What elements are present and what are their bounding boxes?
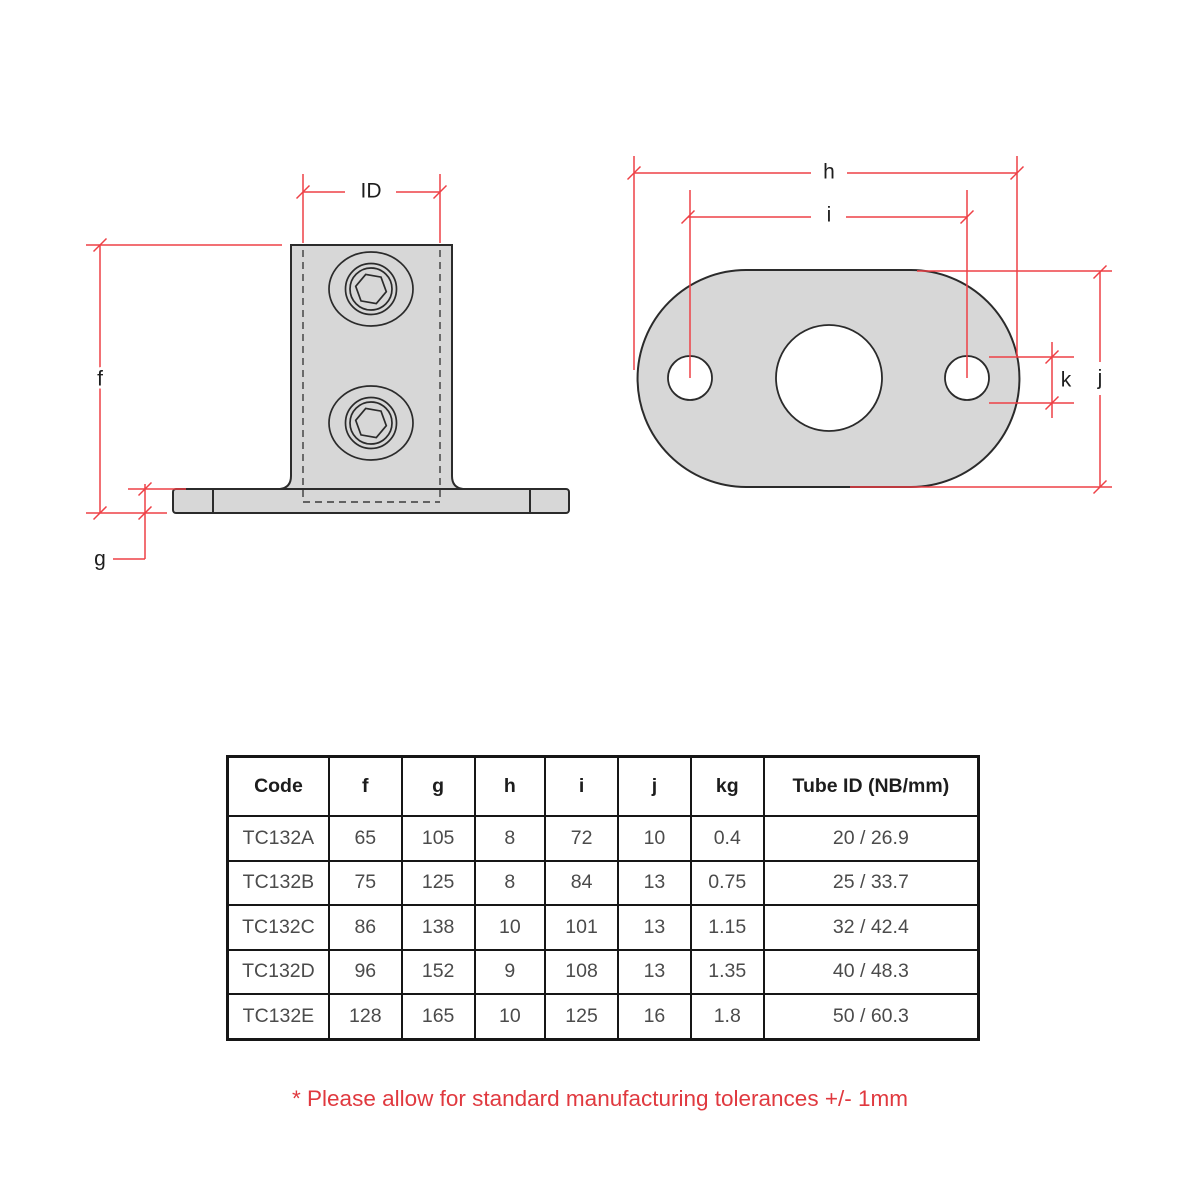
base-plate	[172, 488, 570, 514]
column-header: j	[617, 755, 692, 817]
table-cell: 1.8	[689, 993, 765, 1040]
table-cell: TC132A	[226, 815, 330, 862]
table-cell: 96	[327, 948, 403, 995]
table-cell: 1.15	[689, 904, 765, 951]
table-cell: 65	[327, 815, 403, 862]
table-cell: 50 / 60.3	[762, 993, 980, 1040]
table-cell: 0.75	[689, 859, 765, 906]
column-header: Tube ID (NB/mm)	[762, 755, 980, 817]
top-view: h i j	[626, 156, 1112, 495]
column-header: g	[400, 755, 476, 817]
table-cell: TC132C	[226, 904, 330, 951]
dim-i: i	[680, 190, 975, 378]
tube-socket	[279, 244, 464, 490]
hex-socket-icon	[354, 273, 388, 305]
set-screw-bottom	[328, 385, 414, 461]
table-cell: 13	[617, 948, 692, 995]
table-cell: 13	[617, 859, 692, 906]
table-cell: 10	[617, 815, 692, 862]
dim-label-g: g	[94, 548, 106, 571]
table-cell: TC132B	[226, 859, 330, 906]
table-cell: 86	[327, 904, 403, 951]
dim-j: j	[850, 264, 1112, 495]
table-cell: 108	[544, 948, 619, 995]
column-header: i	[544, 755, 619, 817]
dim-label-j: j	[1097, 367, 1103, 390]
dim-k: k	[989, 342, 1075, 418]
dim-g: g	[91, 481, 186, 574]
side-view: ID f g	[86, 174, 570, 574]
table-cell: TC132D	[226, 948, 330, 995]
column-header: Code	[226, 755, 330, 817]
column-header: kg	[689, 755, 765, 817]
table-cell: 13	[617, 904, 692, 951]
dim-h: h	[626, 156, 1025, 370]
table-cell: 72	[544, 815, 619, 862]
table-cell: 1.35	[689, 948, 765, 995]
table-cell: 128	[327, 993, 403, 1040]
table-cell: 165	[400, 993, 476, 1040]
column-header: h	[473, 755, 547, 817]
dim-label-h: h	[823, 161, 835, 184]
column-header: f	[327, 755, 403, 817]
set-screw-top	[328, 251, 414, 327]
center-tube-hole	[775, 324, 883, 432]
dim-id: ID	[295, 174, 448, 243]
dim-label-i: i	[827, 204, 832, 227]
table-cell: 75	[327, 859, 403, 906]
hidden-bore-lines	[302, 250, 441, 503]
table-cell: 84	[544, 859, 619, 906]
table-cell: 9	[473, 948, 547, 995]
table-cell: 25 / 33.7	[762, 859, 980, 906]
dim-label-k: k	[1061, 369, 1072, 392]
dim-f: f	[86, 237, 282, 521]
dim-label-id: ID	[361, 180, 382, 203]
table-cell: 16	[617, 993, 692, 1040]
dim-label-f: f	[97, 368, 103, 391]
table-cell: 20 / 26.9	[762, 815, 980, 862]
table-cell: 152	[400, 948, 476, 995]
table-cell: 0.4	[689, 815, 765, 862]
table-cell: 32 / 42.4	[762, 904, 980, 951]
table-cell: 125	[400, 859, 476, 906]
table-cell: 125	[544, 993, 619, 1040]
hex-socket-icon	[354, 407, 388, 439]
table-cell: 40 / 48.3	[762, 948, 980, 995]
table-cell: 10	[473, 993, 547, 1040]
tolerance-note: * Please allow for standard manufacturin…	[292, 1086, 908, 1111]
table-cell: 105	[400, 815, 476, 862]
table-cell: 8	[473, 859, 547, 906]
table-cell: TC132E	[226, 993, 330, 1040]
table-cell: 101	[544, 904, 619, 951]
table-cell: 138	[400, 904, 476, 951]
table-cell: 8	[473, 815, 547, 862]
table-cell: 10	[473, 904, 547, 951]
